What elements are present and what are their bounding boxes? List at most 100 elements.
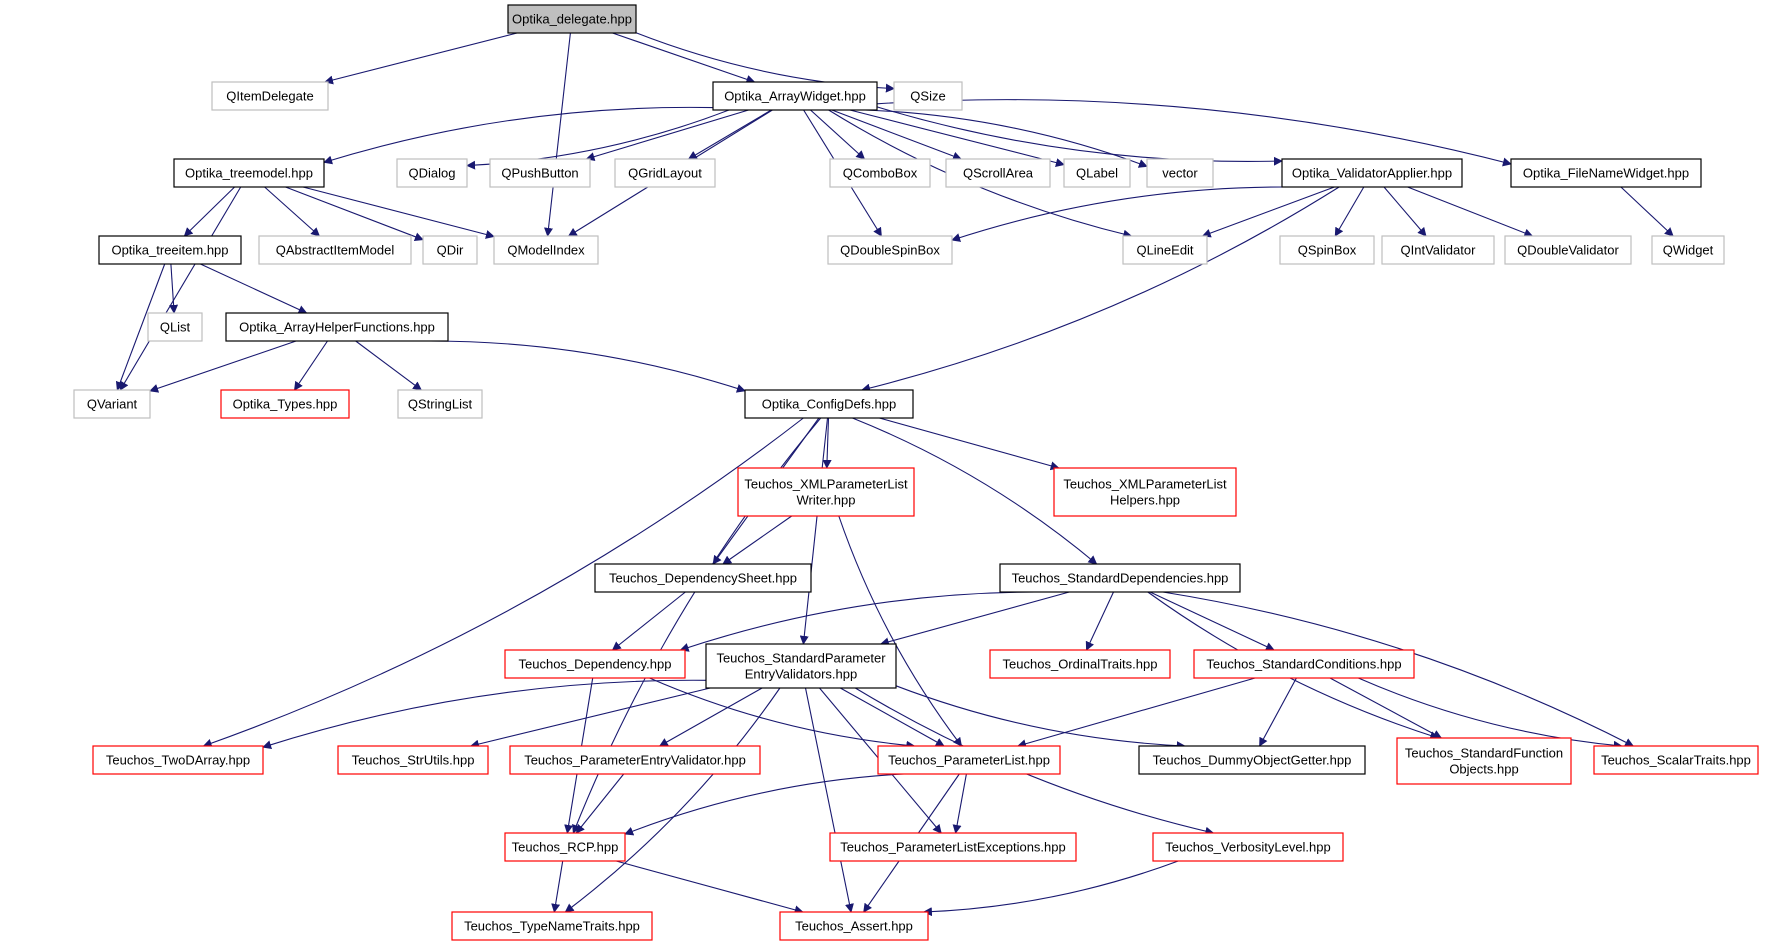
node-box[interactable] [705,643,897,689]
node-box[interactable] [147,312,203,342]
node-qdoublespinbox[interactable]: QDoubleSpinBox [827,235,953,265]
node-box[interactable] [877,745,1061,775]
node-ordinaltraits[interactable]: Teuchos_OrdinalTraits.hpp [989,649,1171,679]
node-qlabel[interactable]: QLabel [1063,158,1131,188]
node-arrayhelper[interactable]: Optika_ArrayHelperFunctions.hpp [225,312,449,342]
node-box[interactable] [173,158,325,188]
node-box[interactable] [422,235,478,265]
node-box[interactable] [504,649,686,679]
node-box[interactable] [1138,745,1366,775]
node-box[interactable] [1504,235,1632,265]
node-strutils[interactable]: Teuchos_StrUtils.hpp [337,745,489,775]
node-qdir[interactable]: QDir [422,235,478,265]
node-box[interactable] [614,158,716,188]
node-box[interactable] [1053,467,1237,517]
node-box[interactable] [211,81,329,111]
node-paramlist[interactable]: Teuchos_ParameterList.hpp [877,745,1061,775]
node-box[interactable] [1146,158,1214,188]
node-stdparamval[interactable]: Teuchos_StandardParameterEntryValidators… [705,643,897,689]
node-box[interactable] [1063,158,1131,188]
node-stdconditions[interactable]: Teuchos_StandardConditions.hpp [1193,649,1415,679]
node-filenamewidget[interactable]: Optika_FileNameWidget.hpp [1510,158,1702,188]
node-box[interactable] [945,158,1051,188]
node-dummygetter[interactable]: Teuchos_DummyObjectGetter.hpp [1138,745,1366,775]
node-box[interactable] [258,235,412,265]
node-depsheet[interactable]: Teuchos_DependencySheet.hpp [594,563,812,593]
node-arraywidget[interactable]: Optika_ArrayWidget.hpp [712,81,878,111]
node-box[interactable] [829,832,1077,862]
node-qgridlayout[interactable]: QGridLayout [614,158,716,188]
node-rcp[interactable]: Teuchos_RCP.hpp [504,832,626,862]
node-box[interactable] [397,389,483,419]
node-box[interactable] [396,158,468,188]
node-root[interactable]: Optika_delegate.hpp [507,4,637,34]
node-qlineedit[interactable]: QLineEdit [1122,235,1208,265]
node-configdefs[interactable]: Optika_ConfigDefs.hpp [744,389,914,419]
node-treeitem[interactable]: Optika_treeitem.hpp [98,235,242,265]
node-assert[interactable]: Teuchos_Assert.hpp [779,911,929,941]
node-qlist[interactable]: QList [147,312,203,342]
node-box[interactable] [1593,745,1759,775]
node-qsize[interactable]: QSize [893,81,963,111]
node-qdialog[interactable]: QDialog [396,158,468,188]
node-box[interactable] [989,649,1171,679]
node-box[interactable] [489,158,591,188]
node-validatorapplier[interactable]: Optika_ValidatorApplier.hpp [1281,158,1463,188]
node-box[interactable] [999,563,1241,593]
node-box[interactable] [225,312,449,342]
node-qitemdelegate[interactable]: QItemDelegate [211,81,329,111]
node-qintvalidator[interactable]: QIntValidator [1381,235,1495,265]
node-box[interactable] [737,467,915,517]
node-box[interactable] [744,389,914,419]
node-box[interactable] [712,81,878,111]
node-qscrollarea[interactable]: QScrollArea [945,158,1051,188]
node-paramlistexc[interactable]: Teuchos_ParameterListExceptions.hpp [829,832,1077,862]
node-box[interactable] [1381,235,1495,265]
node-box[interactable] [1279,235,1375,265]
node-dependency[interactable]: Teuchos_Dependency.hpp [504,649,686,679]
node-vector[interactable]: vector [1146,158,1214,188]
node-paramentryval[interactable]: Teuchos_ParameterEntryValidator.hpp [509,745,761,775]
node-treemodel[interactable]: Optika_treemodel.hpp [173,158,325,188]
node-box[interactable] [1193,649,1415,679]
node-box[interactable] [507,4,637,34]
node-verbosity[interactable]: Teuchos_VerbosityLevel.hpp [1152,832,1344,862]
node-qcombobox[interactable]: QComboBox [829,158,931,188]
node-box[interactable] [779,911,929,941]
node-box[interactable] [1651,235,1725,265]
node-qabstractitemmodel[interactable]: QAbstractItemModel [258,235,412,265]
node-qstringlist[interactable]: QStringList [397,389,483,419]
node-box[interactable] [504,832,626,862]
node-box[interactable] [1152,832,1344,862]
node-qwidget[interactable]: QWidget [1651,235,1725,265]
node-types[interactable]: Optika_Types.hpp [220,389,350,419]
node-box[interactable] [509,745,761,775]
node-box[interactable] [451,911,653,941]
node-box[interactable] [1122,235,1208,265]
node-box[interactable] [1281,158,1463,188]
node-box[interactable] [1396,737,1572,785]
node-scalartraits[interactable]: Teuchos_ScalarTraits.hpp [1593,745,1759,775]
node-qdoublevalidator[interactable]: QDoubleValidator [1504,235,1632,265]
node-box[interactable] [829,158,931,188]
node-qpushbutton[interactable]: QPushButton [489,158,591,188]
node-box[interactable] [92,745,264,775]
node-box[interactable] [594,563,812,593]
node-twodarray[interactable]: Teuchos_TwoDArray.hpp [92,745,264,775]
node-box[interactable] [493,235,599,265]
node-box[interactable] [98,235,242,265]
node-box[interactable] [827,235,953,265]
node-qspinbox[interactable]: QSpinBox [1279,235,1375,265]
node-qmodelindex[interactable]: QModelIndex [493,235,599,265]
node-box[interactable] [220,389,350,419]
node-typenametraits[interactable]: Teuchos_TypeNameTraits.hpp [451,911,653,941]
node-box[interactable] [337,745,489,775]
node-stddeps[interactable]: Teuchos_StandardDependencies.hpp [999,563,1241,593]
node-box[interactable] [1510,158,1702,188]
node-box[interactable] [893,81,963,111]
node-qvariant[interactable]: QVariant [73,389,151,419]
node-box[interactable] [73,389,151,419]
